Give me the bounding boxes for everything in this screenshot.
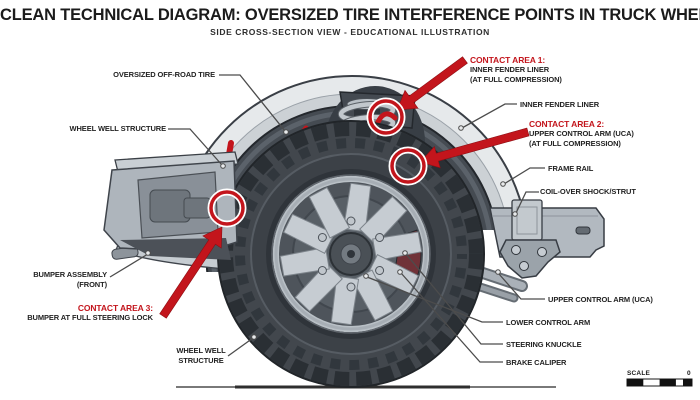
label-contact-area-3: CONTACT AREA 3: BUMPER AT FULL STEERING … [27,303,153,323]
contact-area-2-desc1: UPPER CONTROL ARM (UCA) [529,129,634,138]
alloy-wheel [271,174,431,334]
contact-arrow-2 [419,127,530,169]
label-inner-fender-liner: INNER FENDER LINER [520,100,600,109]
contact-area-2-title: CONTACT AREA 2: [529,119,605,129]
label-wheel-well-lower: WHEEL WELL STRUCTURE [176,346,226,365]
scale-zero: 0 [687,370,691,377]
front-bumper [103,151,239,260]
label-brake-caliper: BRAKE CALIPER [506,358,567,367]
label-steering-knuckle: STEERING KNUCKLE [506,340,582,349]
lug-nuts [317,216,385,292]
contact-markers [207,97,428,228]
leader-inner-fender-liner [461,103,517,129]
page-title: CLEAN TECHNICAL DIAGRAM: OVERSIZED TIRE … [0,6,700,24]
label-upper-control-arm: UPPER CONTROL ARM (UCA) [548,295,653,304]
leader-dots [145,125,518,340]
label-frame-rail: FRAME RAIL [548,164,594,173]
contact-area-3-desc: BUMPER AT FULL STEERING LOCK [27,313,153,322]
contact-arrows [159,56,530,319]
leader-brake-caliper [400,272,503,363]
control-arm-bracket [499,239,561,279]
contact-area-2-desc2: (AT FULL COMPRESSION) [529,139,621,148]
leader-lines [109,74,545,363]
contact-area-1-desc2: (AT FULL COMPRESSION) [470,75,562,84]
contact-arrow-3 [159,226,223,319]
scale-label: SCALE [627,370,651,377]
label-contact-area-1: CONTACT AREA 1: INNER FENDER LINER (AT F… [470,55,562,85]
label-wheel-well-upper: WHEEL WELL STRUCTURE [69,124,167,133]
scale-bar [626,378,693,387]
contact-area-1-desc1: INNER FENDER LINER [470,65,550,74]
contact-area-1-title: CONTACT AREA 1: [470,55,546,65]
leader-oversized-tire [219,74,286,132]
leader-bumper-assembly [109,253,149,278]
leader-upper-control-arm [498,273,545,300]
leader-frame-rail [503,167,545,185]
label-lower-control-arm: LOWER CONTROL ARM [506,318,591,327]
contact-area-3-title: CONTACT AREA 3: [77,303,153,313]
leader-lower-control-arm [366,276,503,323]
leader-wheel-well-upper [168,128,223,166]
label-contact-area-2: CONTACT AREA 2: UPPER CONTROL ARM (UCA) … [529,119,634,149]
page-subtitle: SIDE CROSS-SECTION VIEW - EDUCATIONAL IL… [210,27,490,37]
leader-steering-knuckle [405,253,503,345]
label-bumper-assembly: BUMPER ASSEMBLY (FRONT) [33,270,107,289]
leader-wheel-well-lower [227,337,254,357]
label-coil-over-shock: COIL-OVER SHOCK/STRUT [540,187,636,196]
contact-arrow-1 [396,56,468,111]
leader-coil-over [515,191,539,214]
label-oversized-tire: OVERSIZED OFF-ROAD TIRE [113,70,215,79]
